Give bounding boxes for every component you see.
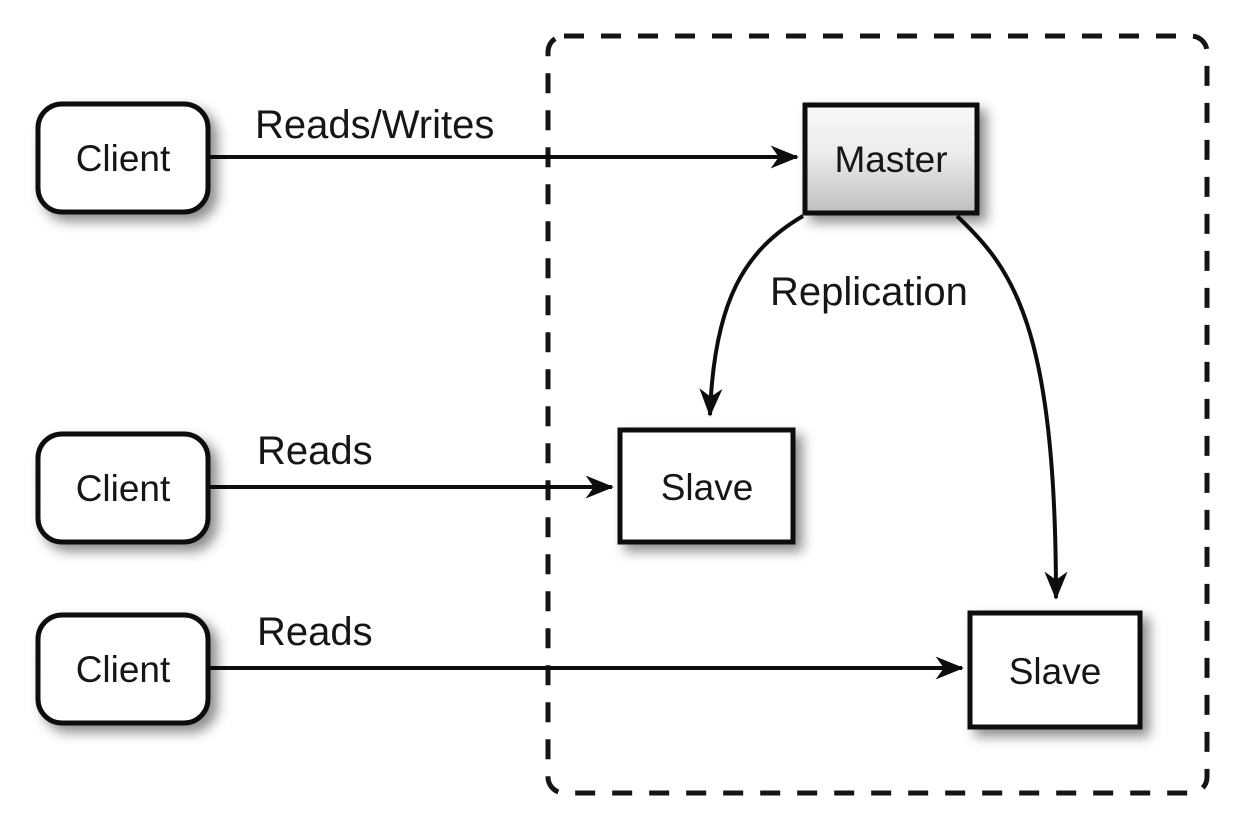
slave-2-label: Slave: [1009, 651, 1102, 692]
slave-1-label: Slave: [661, 467, 754, 508]
edge-label-reads-slave1: Reads: [257, 429, 373, 473]
database-cluster-boundary: [545, 33, 1210, 796]
client-2-shape: [35, 431, 211, 545]
slave-2-shape: [967, 610, 1143, 730]
master-shape: [802, 102, 980, 216]
slave-1-shape: [617, 427, 796, 545]
client-1-shape: [35, 101, 211, 215]
node-client-3[interactable]: Client: [35, 612, 211, 726]
node-client-2[interactable]: Client: [35, 431, 211, 545]
edge-label-reads-slave2: Reads: [257, 610, 373, 654]
edge-label-reads-writes: Reads/Writes: [255, 103, 494, 147]
client-1-label: Client: [76, 138, 171, 179]
client-3-shape: [35, 612, 211, 726]
connector-master-to-slave1-replication: [699, 214, 805, 417]
client-2-label: Client: [76, 468, 171, 509]
connector-master-to-slave2-replication: [955, 214, 1068, 600]
client-3-label: Client: [76, 649, 171, 690]
node-client-1[interactable]: Client: [35, 101, 211, 215]
edge-label-replication: Replication: [770, 270, 968, 314]
node-slave-1[interactable]: Slave: [617, 427, 796, 545]
node-slave-2[interactable]: Slave: [967, 610, 1143, 730]
master-label: Master: [834, 139, 947, 180]
node-master[interactable]: Master: [802, 102, 980, 216]
